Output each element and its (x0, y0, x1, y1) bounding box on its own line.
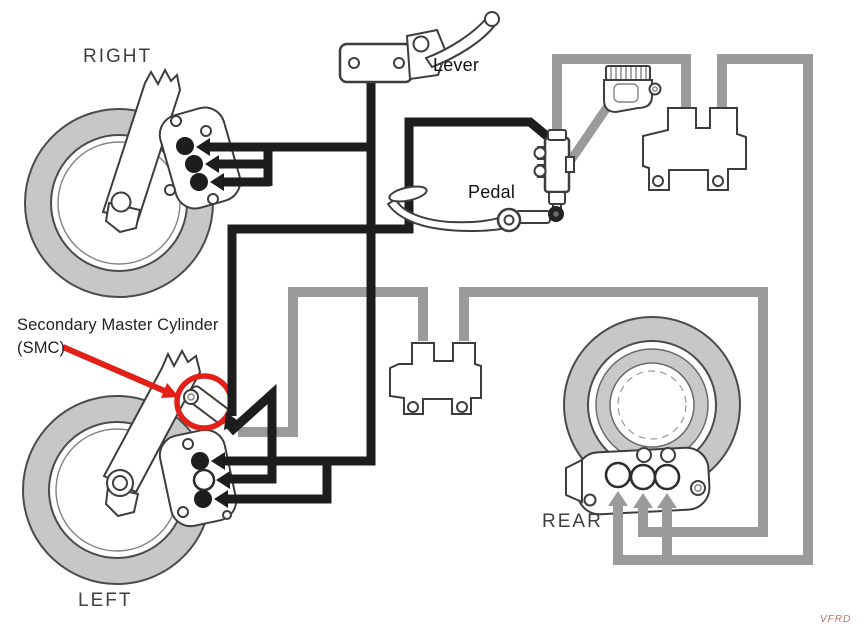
bolt-icon (712, 175, 724, 187)
reservoir-cap (605, 65, 651, 81)
front-right-fork-leg (101, 67, 182, 222)
line-pcv-to-rear (613, 54, 813, 565)
bolt-center (694, 484, 702, 492)
line-pedal-to-pcv (552, 54, 691, 150)
rear-hub-bolt-circle (617, 370, 687, 440)
front-right-axle (110, 191, 132, 213)
bolt-icon (583, 493, 597, 507)
label-front-left-wheel: LEFT (78, 590, 133, 611)
clevis-center (553, 211, 559, 217)
bolt-icon (200, 125, 212, 137)
rear-caliper-tab (565, 458, 583, 504)
line-smc-to-left-center-piston (226, 383, 277, 484)
screw-icon (348, 57, 360, 69)
screw-icon (393, 57, 405, 69)
proportioning-control-valve (642, 107, 747, 191)
lever-pivot-bolt (412, 35, 430, 53)
bolt-icon (636, 447, 652, 463)
pcv-body (642, 107, 747, 191)
bolt-icon (407, 401, 419, 413)
front-left-fork-leg (102, 348, 202, 494)
rear-piston-center (629, 463, 657, 491)
lever-master-cylinder (338, 11, 500, 84)
rear-fluid-reservoir (603, 65, 662, 114)
rear-piston-left (604, 461, 632, 489)
front-left-axle-center (112, 475, 128, 491)
reservoir-ear-hole (652, 86, 658, 92)
bolt-icon (652, 175, 664, 187)
front-right-piston-bottom (190, 173, 208, 191)
arrow-right-bottom-icon (210, 173, 224, 191)
front-right-piston-top (176, 137, 194, 155)
bolt-icon (170, 115, 182, 127)
line-reservoir-hose (565, 97, 616, 166)
rear-piston-right (653, 463, 681, 491)
arrow-rear-right-icon (657, 493, 677, 508)
pedal-pivot-center (503, 214, 515, 226)
pedal-master-cylinder (533, 129, 575, 217)
smc-pointer-arrowhead-icon (161, 383, 179, 398)
line-smc-to-delay-valve (238, 287, 428, 437)
front-right-fork-foot (104, 201, 142, 234)
bolt-icon (222, 510, 232, 520)
bolt-icon (164, 184, 176, 196)
bolt-icon (207, 193, 219, 205)
pedal-mc-inlet (565, 156, 575, 173)
label-rear-wheel: REAR (542, 511, 603, 532)
bolt-icon (533, 146, 547, 160)
label-smc-line2: (SMC) (17, 339, 66, 357)
arrow-rear-left-icon (608, 491, 628, 506)
label-lever: Lever (433, 55, 480, 75)
reservoir-ear (648, 82, 662, 96)
smc-pivot-center (187, 393, 195, 401)
smc-pivot (183, 389, 199, 405)
arrow-left-center-icon (216, 471, 230, 489)
bolt-icon (177, 506, 189, 518)
arrow-rear-center-icon (633, 493, 653, 508)
front-right-piston-center (185, 155, 203, 173)
brake-pedal (386, 185, 564, 233)
delay-valve (389, 342, 482, 415)
front-left-piston-top (191, 452, 209, 470)
bolt-icon (690, 480, 706, 496)
bolt-icon (660, 447, 676, 463)
front-left-piston-center (192, 468, 216, 492)
label-smc-line1: Secondary Master Cylinder (17, 316, 219, 334)
front-left-piston-bottom (194, 490, 212, 508)
arrow-into-smc-icon (224, 412, 241, 430)
rear-hub (609, 362, 695, 448)
arrow-left-top-icon (211, 452, 225, 470)
bolt-icon (456, 401, 468, 413)
watermark-logo: VFRD (820, 614, 852, 625)
reservoir-window (613, 83, 639, 103)
arrow-left-bottom-icon (214, 490, 228, 508)
arrow-right-top-icon (196, 138, 210, 156)
bolt-icon (533, 164, 547, 178)
arrow-right-center-icon (205, 155, 219, 173)
line-left-caliper-bottom-branch (228, 461, 332, 504)
smc-pointer-line (61, 344, 169, 395)
label-pedal: Pedal (468, 182, 516, 202)
label-front-right-wheel: RIGHT (83, 46, 153, 67)
pedal-mc-cap (547, 129, 567, 141)
reservoir-cap-ribs (610, 67, 647, 79)
pedal-pad (388, 185, 428, 203)
pedal-mc-neck (548, 191, 566, 205)
delay-valve-body (389, 342, 482, 415)
bolt-icon (182, 438, 194, 450)
front-left-caliper (158, 428, 238, 528)
reservoir-body (603, 79, 653, 114)
lever-tip (484, 11, 500, 27)
rear-caliper (565, 446, 711, 516)
line-delay-valve-to-rear-center (459, 287, 768, 537)
